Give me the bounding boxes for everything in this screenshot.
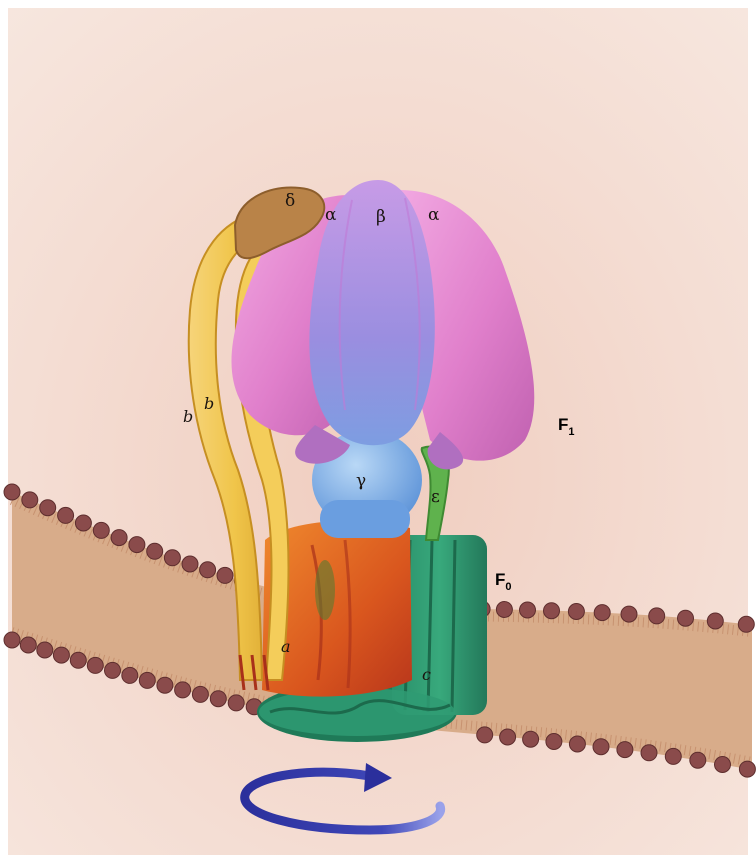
lipid-head <box>175 682 191 698</box>
lipid-head <box>621 606 637 622</box>
lipid-head <box>496 602 512 618</box>
lipid-head <box>122 667 138 683</box>
lipid-head <box>20 637 36 653</box>
lipid-head <box>182 556 198 572</box>
label-b-inner: b <box>204 394 214 413</box>
lipid-head <box>4 632 20 648</box>
lipid-head <box>500 729 516 745</box>
lipid-head <box>739 761 755 777</box>
lipid-head <box>593 739 609 755</box>
lipid-head <box>70 652 86 668</box>
lipid-head <box>544 603 560 619</box>
lipid-head <box>546 734 562 750</box>
lipid-head <box>594 605 610 621</box>
lipid-head <box>87 657 103 673</box>
lipid-head <box>523 731 539 747</box>
lipid-head <box>192 686 208 702</box>
lipid-head <box>520 602 536 618</box>
lipid-head <box>665 748 681 764</box>
lipid-head <box>157 677 173 693</box>
label-f1-sub: 1 <box>568 426 574 438</box>
lipid-head <box>22 492 38 508</box>
label-delta: δ <box>285 191 295 211</box>
label-f0-sub: 0 <box>505 581 511 593</box>
lipid-head <box>617 742 633 758</box>
lipid-head <box>477 727 493 743</box>
lipid-head <box>129 537 145 553</box>
lipid-head <box>111 530 127 546</box>
label-alpha-right: α <box>428 205 440 225</box>
lipid-head <box>40 500 56 516</box>
lipid-head <box>147 543 163 559</box>
lipid-head <box>210 691 226 707</box>
label-c: c <box>422 665 431 684</box>
lipid-head <box>690 752 706 768</box>
label-alpha-left: α <box>325 205 337 225</box>
lipid-head <box>228 695 244 711</box>
lipid-head <box>707 613 723 629</box>
label-beta: β <box>376 207 386 227</box>
lipid-head <box>139 672 155 688</box>
lipid-head <box>4 484 20 500</box>
lipid-head <box>164 550 180 566</box>
lipid-head <box>715 757 731 773</box>
label-gamma: γ <box>356 471 366 491</box>
lipid-head <box>105 662 121 678</box>
lipid-head <box>200 562 216 578</box>
lipid-head <box>649 608 665 624</box>
label-a: a <box>281 637 291 656</box>
label-f1-main: F <box>558 415 568 434</box>
label-b-outer: b <box>183 407 193 426</box>
lipid-head <box>678 610 694 626</box>
label-epsilon: ε <box>431 487 440 507</box>
lipid-head <box>569 736 585 752</box>
lipid-head <box>58 507 74 523</box>
lipid-head <box>75 515 91 531</box>
lipid-head <box>568 604 584 620</box>
lipid-head <box>217 567 233 583</box>
label-f0-main: F <box>495 570 505 589</box>
lipid-head <box>738 616 754 632</box>
lipid-head <box>37 642 53 658</box>
lipid-head <box>53 647 69 663</box>
lipid-head <box>93 522 109 538</box>
lipid-head <box>641 745 657 761</box>
